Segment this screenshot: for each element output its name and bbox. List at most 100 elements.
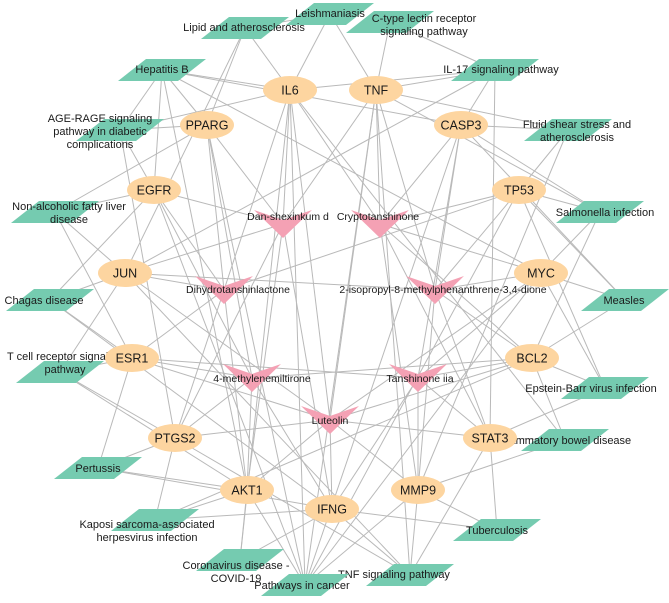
pathway-label: AGE-RAGE signaling (48, 113, 153, 125)
edge-g15-p10 (49, 299, 333, 510)
pathway-node-p10[interactable]: Chagas disease (5, 289, 94, 311)
edge-g7-p3 (124, 27, 246, 274)
gene-node-il6[interactable]: IL6 (263, 76, 317, 104)
edge-c6-g4 (417, 124, 462, 379)
compound-layer: Dan-shexinkum d CryptotanshinoneDihydrota… (186, 210, 547, 434)
pathway-label: Inflammatory bowel disease (495, 435, 631, 447)
gene-node-ifng[interactable]: IFNG (305, 495, 359, 523)
pathway-shape (451, 59, 539, 81)
gene-node-mmp9[interactable]: MMP9 (391, 476, 445, 504)
compound-label: Dan-shexinkum d (247, 211, 329, 223)
gene-node-stat3[interactable]: STAT3 (463, 424, 517, 452)
pathway-shape (366, 564, 454, 586)
pathway-label: disease (50, 214, 88, 226)
pathway-label: Fluid shear stress and (523, 119, 631, 131)
gene-label: AKT1 (231, 484, 262, 498)
gene-label: MMP9 (400, 484, 436, 498)
pathway-label: Hepatitis B (135, 64, 188, 76)
edge-c2-g8 (379, 223, 542, 274)
pathway-node-p18[interactable]: Coronavirus disease -COVID-19 (183, 549, 290, 585)
pathway-label: atherosclerosis (540, 132, 614, 144)
edge-c3-g1 (223, 89, 291, 291)
pathway-shape (521, 429, 609, 451)
pathway-label: Tuberculosis (466, 525, 528, 537)
pathway-node-p17[interactable]: Tuberculosis (453, 519, 541, 541)
compound-label: 2-isopropyl-8-methylphenanthrene-3,4-dio… (339, 284, 546, 296)
compound-node-c1[interactable]: Dan-shexinkum d (247, 210, 329, 238)
gene-node-myc[interactable]: MYC (514, 259, 568, 287)
edge-g10-p9 (531, 211, 601, 359)
gene-shape (463, 424, 517, 452)
pathway-shape (561, 377, 649, 399)
pathway-node-p15[interactable]: Inflammatory bowel disease (495, 429, 631, 451)
edge-g2-p19 (375, 89, 411, 576)
gene-label: MYC (527, 267, 555, 281)
gene-node-akt1[interactable]: AKT1 (220, 476, 274, 504)
pathway-label: T cell receptor signaling (7, 351, 123, 363)
pathway-label: TNF signaling pathway (338, 569, 450, 581)
compound-node-c3[interactable]: Dihydrotanshinlactone (186, 276, 290, 304)
gene-node-egfr[interactable]: EGFR (127, 176, 181, 204)
pathway-node-p19[interactable]: TNF signaling pathway (338, 564, 454, 586)
gene-label: TNF (364, 84, 389, 98)
pathway-shape (11, 201, 99, 223)
pathway-node-p14[interactable]: Pertussis (54, 457, 142, 479)
edge-c5-g3 (206, 124, 253, 379)
edge-c3-g11 (174, 289, 225, 439)
edge-c2-g12 (379, 223, 491, 439)
gene-node-jun[interactable]: JUN (98, 259, 152, 287)
pathway-node-p11[interactable]: Measles (581, 289, 669, 311)
pathway-label: Pathways in cancer (254, 580, 350, 592)
compound-node-c4[interactable]: 2-isopropyl-8-methylphenanthrene-3,4-dio… (339, 276, 547, 304)
edge-c7-g1 (289, 89, 331, 421)
pathway-node-p1[interactable]: Leishmaniasis (286, 3, 374, 25)
gene-shape (98, 259, 152, 287)
gene-label: IL6 (281, 84, 298, 98)
gene-label: PTGS2 (155, 432, 196, 446)
gene-node-ptgs2[interactable]: PTGS2 (148, 424, 202, 452)
pathway-shape (6, 289, 94, 311)
pathway-shape (118, 59, 206, 81)
pathway-node-p4[interactable]: Hepatitis B (118, 59, 206, 81)
gene-shape (305, 495, 359, 523)
compound-node-c6[interactable]: Tanshinone iia (386, 364, 454, 392)
compound-shape (406, 276, 464, 304)
pathway-node-p13[interactable]: Epstein-Barr virus infection (525, 377, 657, 399)
compound-label: Luteolin (312, 415, 349, 427)
edge-g9-p14 (97, 357, 133, 469)
pathway-node-p9[interactable]: Salmonella infection (556, 201, 654, 223)
edge-g2-p7 (375, 89, 569, 131)
compound-node-c2[interactable]: Cryptotanshinone (337, 210, 419, 238)
edge-g7-p19 (124, 272, 411, 576)
gene-node-pparg[interactable]: PPARG (180, 111, 234, 139)
compound-node-c5[interactable]: 4-methylenemiltirone (213, 364, 311, 392)
edge-g3-p20 (206, 124, 306, 586)
edge-g8-p13 (540, 272, 606, 389)
edge-c1-g3 (206, 124, 284, 225)
edge-g6-p13 (518, 189, 606, 389)
edge-g9-p8 (54, 211, 133, 359)
gene-label: IFNG (317, 503, 347, 517)
pathway-node-p20[interactable]: Pathways in cancer (254, 574, 350, 596)
gene-label: PPARG (186, 119, 229, 133)
gene-node-tp53[interactable]: TP53 (492, 176, 546, 204)
pathway-node-p5[interactable]: IL-17 signaling pathway (443, 59, 559, 81)
gene-node-bcl2[interactable]: BCL2 (505, 344, 559, 372)
compound-node-c7[interactable]: Luteolin (301, 406, 359, 434)
gene-node-esr1[interactable]: ESR1 (105, 344, 159, 372)
edge-g7-p5 (124, 69, 496, 274)
pathway-node-p3[interactable]: Lipid and atherosclerosis (183, 17, 305, 39)
gene-label: EGFR (137, 184, 172, 198)
gene-node-tnf[interactable]: TNF (349, 76, 403, 104)
compound-shape (254, 210, 312, 238)
edge-c5-g13 (246, 377, 253, 491)
edge-g13-p20 (246, 489, 306, 586)
gene-node-casp3[interactable]: CASP3 (434, 111, 488, 139)
